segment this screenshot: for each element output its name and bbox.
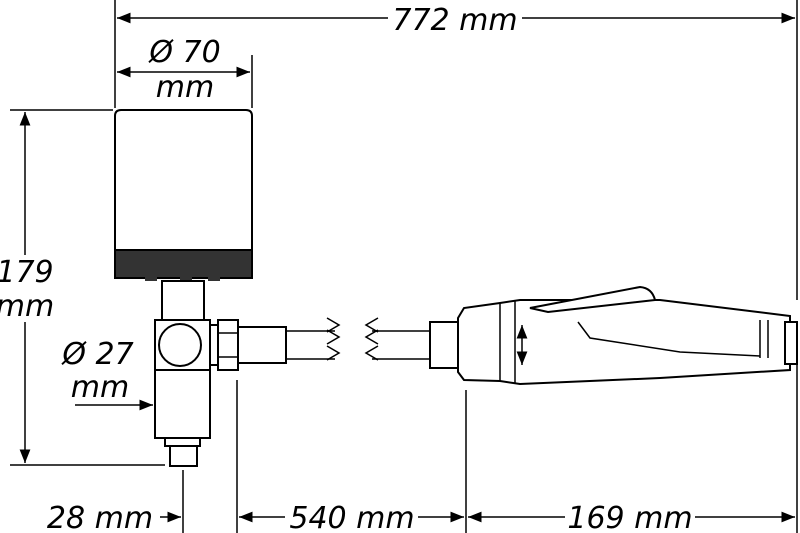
label-hose-length: 540 mm <box>289 501 414 533</box>
label-tool-length: 169 mm <box>567 501 692 533</box>
label-outlet-diameter-unit: mm <box>71 370 129 405</box>
hose-assembly <box>209 317 459 371</box>
label-height: 179 <box>0 255 54 290</box>
label-cartridge-diameter-unit: mm <box>156 70 214 105</box>
label-height-unit: mm <box>0 289 54 324</box>
label-total-length: 772 mm <box>392 3 517 38</box>
label-valve-offset: 28 mm <box>47 501 153 533</box>
extension-lines <box>10 0 798 533</box>
label-outlet-diameter: Ø 27 <box>60 337 133 372</box>
filter-cartridge <box>114 109 253 281</box>
air-grinder <box>457 285 798 386</box>
valve-body <box>154 280 211 467</box>
label-cartridge-diameter: Ø 70 <box>147 35 220 70</box>
